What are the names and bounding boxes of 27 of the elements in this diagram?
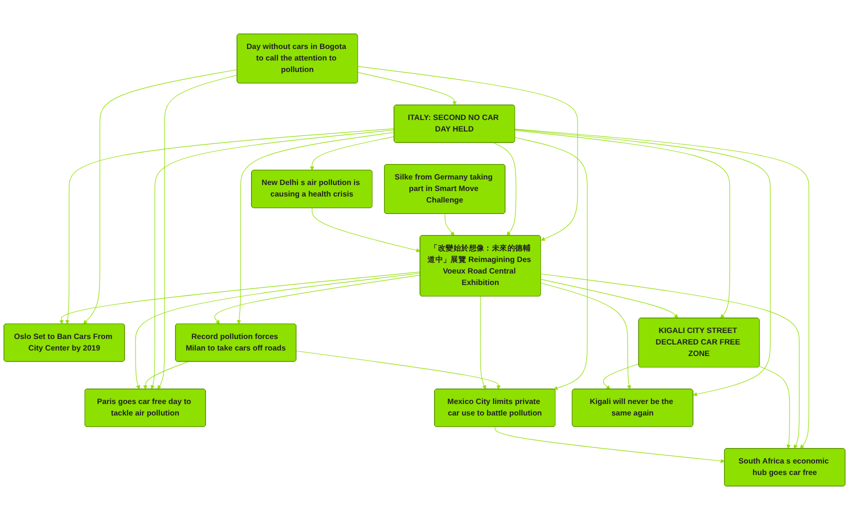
arrow [214,274,420,324]
arrow [514,128,810,449]
arrow [540,282,632,390]
arrow [236,132,395,324]
arrow [480,296,486,390]
arrow [358,72,457,106]
arrow [540,279,678,318]
arrow [150,130,395,390]
arrow [135,272,420,390]
arrow [758,366,791,449]
arrow [310,136,395,171]
arrow [444,214,455,236]
arrow [514,137,588,390]
arrow [312,208,420,252]
arrow [358,66,578,241]
arrow [603,364,640,390]
arrow [143,361,188,390]
arrow [514,129,771,396]
arrow [157,74,238,390]
arrow [514,130,730,318]
arrow [83,69,238,324]
arrow [296,350,501,390]
arrow [540,274,800,449]
arrow [494,426,725,464]
arrow [65,128,395,324]
arrow [59,272,420,324]
arrow [493,142,516,236]
